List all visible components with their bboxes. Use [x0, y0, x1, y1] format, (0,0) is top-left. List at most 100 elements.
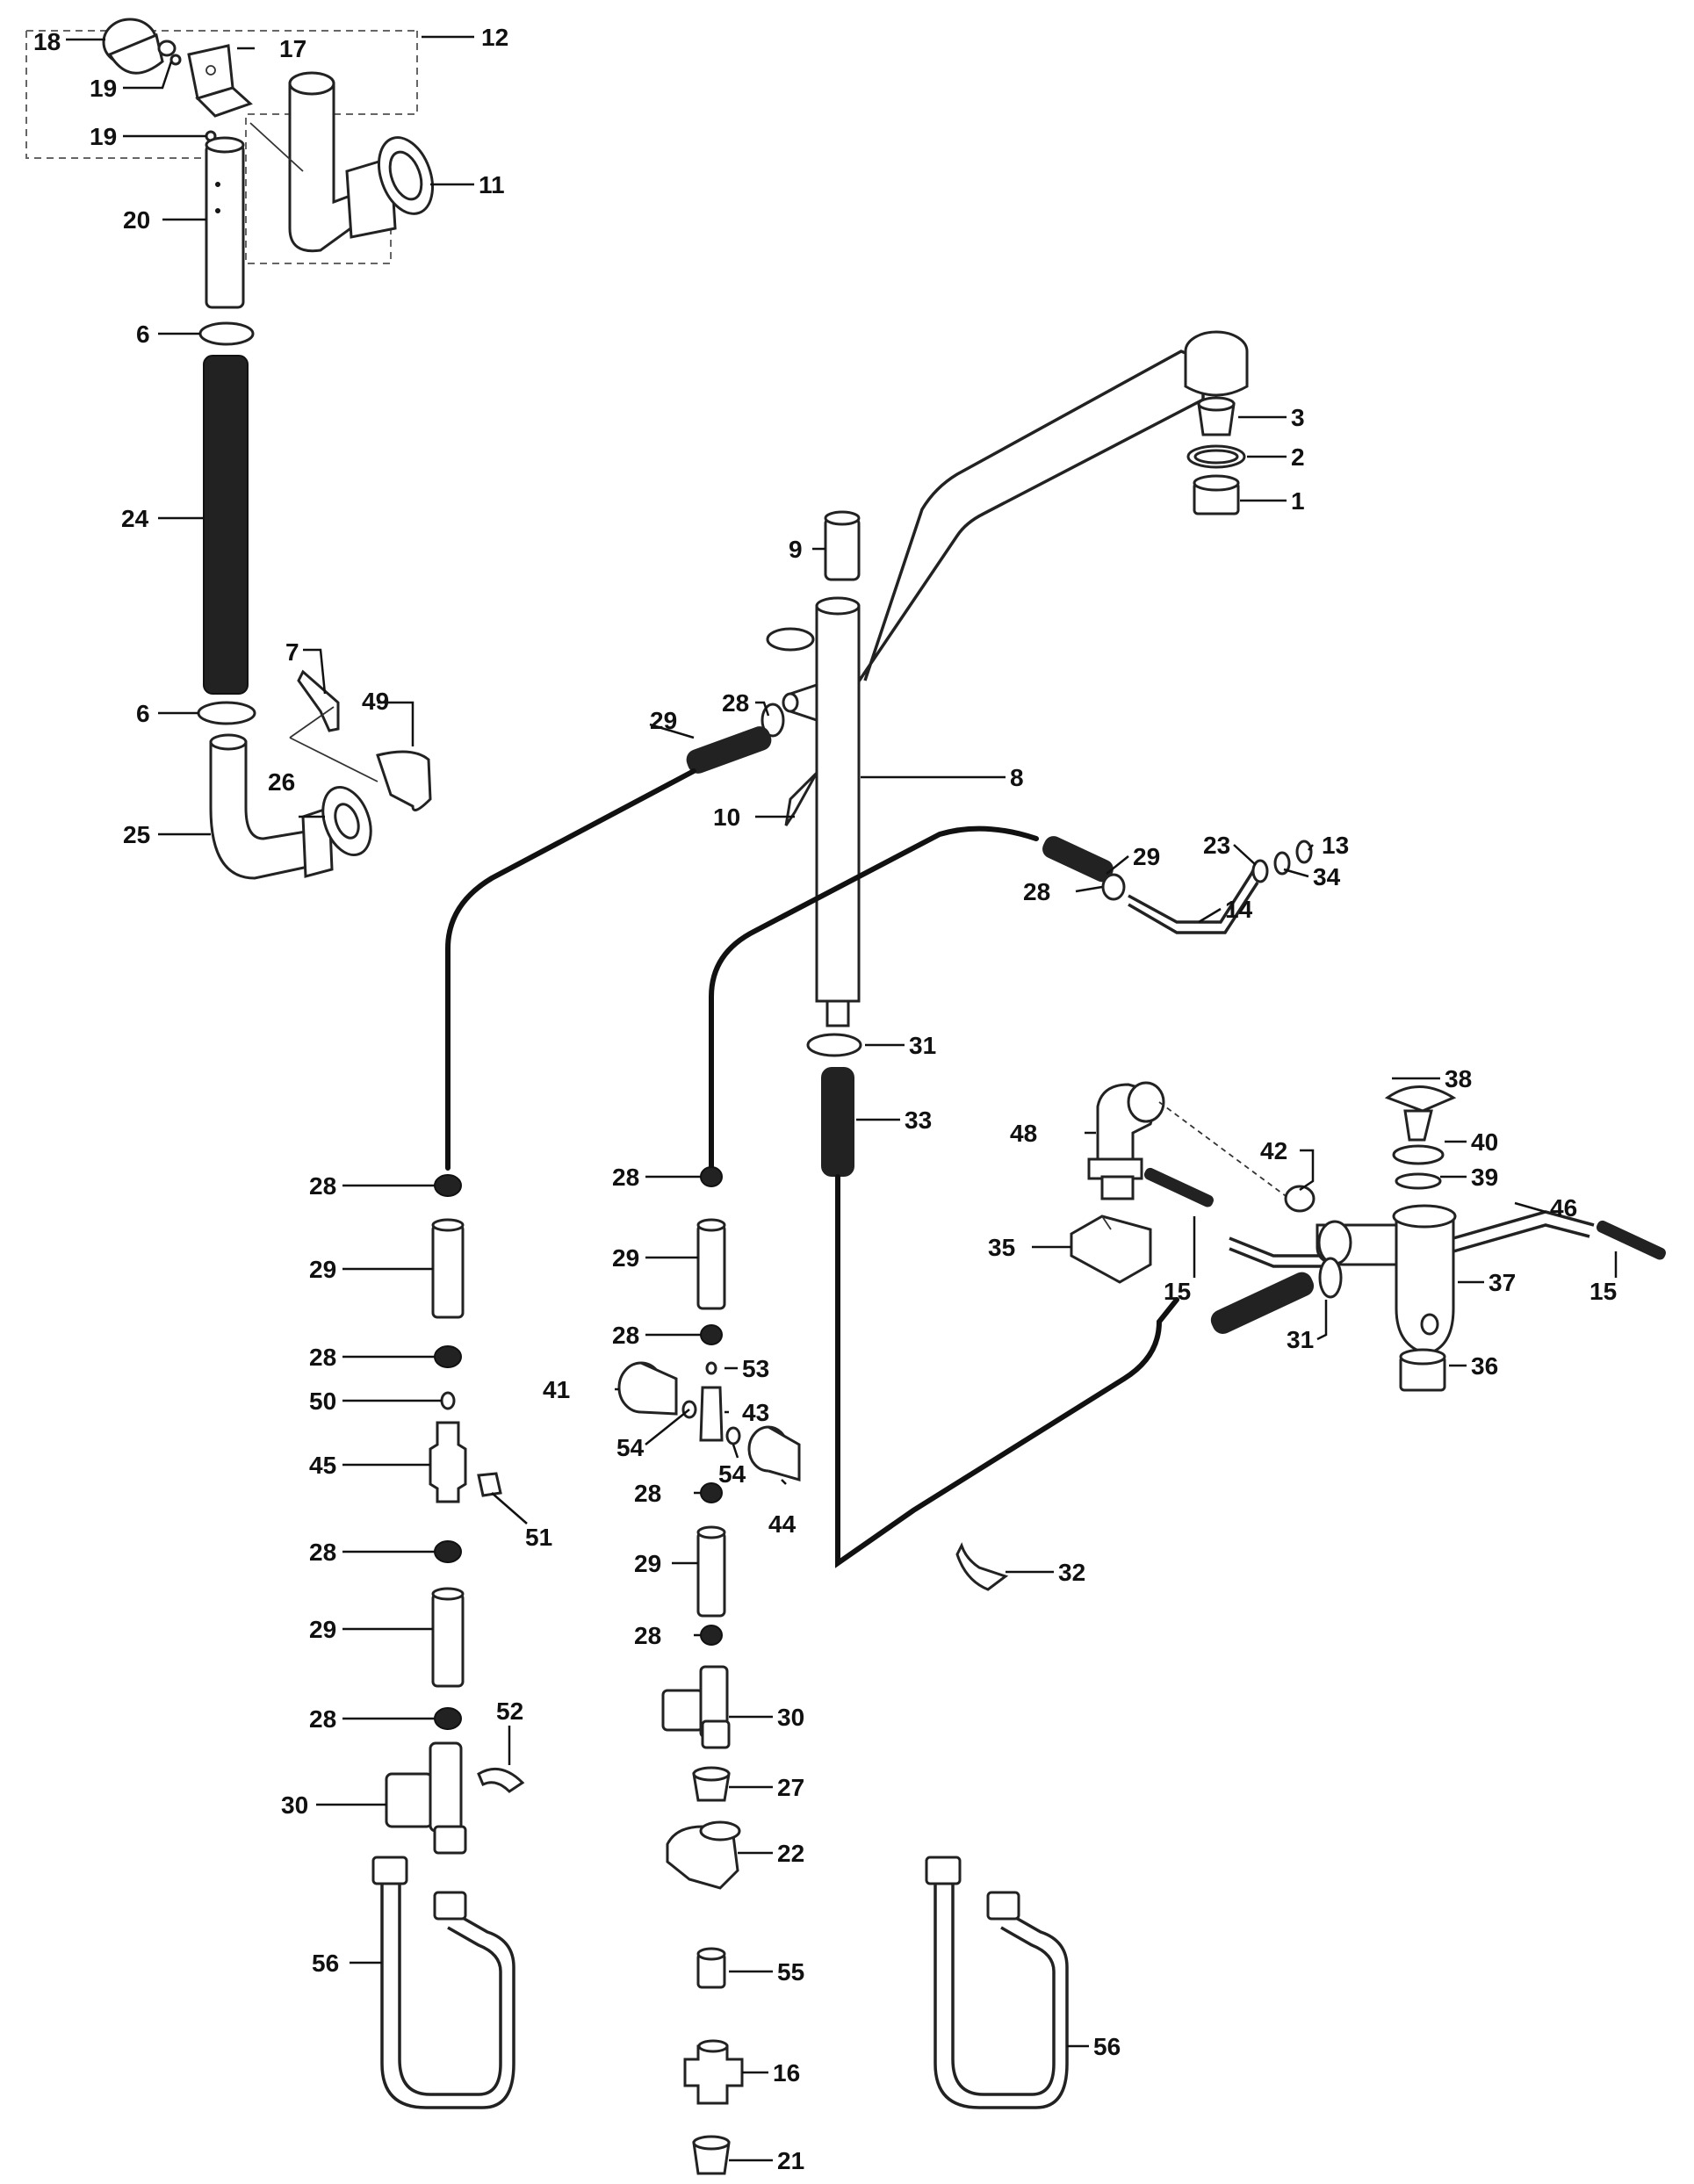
callout-33: 33: [905, 1106, 932, 1134]
callout-42: 42: [1260, 1137, 1287, 1164]
tube-12: [249, 71, 397, 253]
center-valve-stack: [617, 1166, 801, 2175]
column-8: [766, 330, 1249, 1027]
callout-56a: 56: [312, 1950, 339, 1977]
callout-53: 53: [742, 1355, 769, 1382]
callout-7: 7: [285, 638, 299, 666]
callout-28f: 28: [309, 1705, 336, 1733]
parts-1-2-3: [1186, 396, 1246, 515]
callout-13: 13: [1322, 832, 1349, 859]
callout-9: 9: [789, 536, 803, 563]
callout-6b: 6: [136, 700, 150, 727]
callout-28j: 28: [634, 1622, 661, 1649]
callout-28e: 28: [309, 1539, 336, 1566]
callout-24: 24: [121, 505, 149, 532]
callout-39: 39: [1471, 1164, 1498, 1191]
callout-29b: 29: [1133, 843, 1160, 870]
callout-6a: 6: [136, 321, 150, 348]
callout-15b: 15: [1589, 1278, 1617, 1305]
pipe-20: [205, 136, 245, 309]
callout-37: 37: [1489, 1269, 1516, 1296]
hose-29b: [1042, 836, 1114, 883]
screw-19a: [169, 54, 182, 66]
callout-15a: 15: [1164, 1278, 1191, 1305]
callout-26: 26: [268, 768, 295, 796]
hose-left-long: [445, 768, 696, 1171]
callout-17: 17: [279, 35, 306, 62]
hose-33: [821, 1067, 854, 1177]
callout-36: 36: [1471, 1352, 1498, 1380]
callout-34: 34: [1313, 863, 1341, 890]
callout-28g: 28: [612, 1164, 639, 1191]
callout-2: 2: [1291, 443, 1305, 471]
callout-48: 48: [1010, 1120, 1037, 1147]
callout-51: 51: [525, 1524, 552, 1551]
clamp-6a: [198, 321, 255, 346]
cap-18: [102, 18, 177, 75]
callout-52: 52: [496, 1697, 523, 1725]
callout-54b: 54: [718, 1460, 746, 1488]
callout-28c: 28: [309, 1172, 336, 1200]
callout-46: 46: [1550, 1194, 1577, 1222]
spring-15a: [1143, 1167, 1214, 1207]
clamp-31a: [806, 1033, 862, 1057]
callout-8: 8: [1010, 764, 1024, 791]
callout-14: 14: [1225, 896, 1253, 923]
callout-29c: 29: [309, 1256, 336, 1283]
callout-10: 10: [713, 804, 740, 831]
callout-19a: 19: [90, 75, 117, 102]
callout-32: 32: [1058, 1559, 1085, 1586]
callout-20: 20: [123, 206, 150, 234]
callout-labels: 18 19 19 17 12 11 20 6 24 6 7 49 26 25 3…: [33, 24, 1617, 2174]
callout-29e: 29: [612, 1244, 639, 1272]
callout-3: 3: [1291, 404, 1305, 431]
callout-29a: 29: [650, 707, 677, 734]
callout-18: 18: [33, 28, 61, 55]
flange-26: [321, 785, 372, 857]
callout-30a: 30: [281, 1791, 308, 1819]
hose-56-left: [371, 1856, 515, 2109]
callout-25: 25: [123, 821, 150, 848]
callout-49: 49: [362, 688, 389, 715]
callout-50: 50: [309, 1388, 336, 1415]
callout-43: 43: [742, 1399, 769, 1426]
assembly-12: [25, 18, 434, 880]
flange-11: [378, 136, 434, 215]
callout-31a: 31: [909, 1032, 936, 1059]
callout-29f: 29: [634, 1550, 661, 1577]
callout-45: 45: [309, 1452, 336, 1479]
clamp-28b: [1101, 873, 1126, 901]
left-valve-stack: [385, 1174, 525, 1855]
right-assembly: [1070, 1081, 1666, 1392]
callout-29d: 29: [309, 1616, 336, 1643]
callout-28d: 28: [309, 1344, 336, 1371]
callout-56b: 56: [1093, 2033, 1121, 2060]
callout-28i: 28: [634, 1480, 661, 1507]
bracket-17: [187, 44, 253, 118]
clip-32: [955, 1542, 1009, 1591]
hose-56-right: [925, 1856, 1069, 2109]
callout-12: 12: [481, 24, 508, 51]
callout-41: 41: [543, 1376, 570, 1403]
callout-21: 21: [777, 2147, 804, 2174]
corrugated-hose-24: [203, 355, 249, 695]
hose-center-long: [709, 825, 1039, 1171]
callout-55: 55: [777, 1958, 804, 1986]
callout-44: 44: [768, 1510, 797, 1538]
callout-30b: 30: [777, 1704, 804, 1731]
hose-33-long: [835, 1174, 1179, 1568]
bracket-7: [297, 669, 340, 732]
callout-35: 35: [988, 1234, 1015, 1261]
callout-19b: 19: [90, 123, 117, 150]
nut-13: [1295, 840, 1313, 864]
callout-31b: 31: [1287, 1326, 1314, 1353]
ring-34: [1273, 851, 1291, 876]
callout-38: 38: [1445, 1065, 1472, 1092]
ring-23: [1251, 859, 1269, 883]
callout-28h: 28: [612, 1322, 639, 1349]
callout-54a: 54: [616, 1434, 645, 1461]
callout-23: 23: [1203, 832, 1230, 859]
callout-11: 11: [479, 171, 505, 198]
guard-49: [376, 750, 432, 811]
